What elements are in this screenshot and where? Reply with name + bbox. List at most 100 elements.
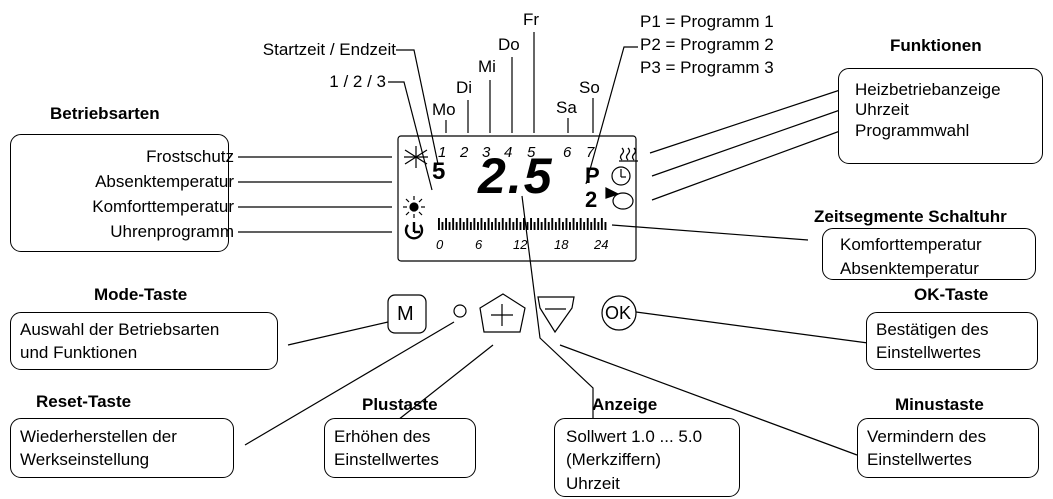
reset-desc-2: Werkseinstellung — [20, 450, 150, 469]
time-segment — [537, 218, 540, 230]
minus-desc-1: Vermindern des — [867, 427, 987, 446]
time-segment — [533, 222, 536, 230]
lcd-tick-24: 24 — [594, 237, 609, 252]
time-segment — [565, 218, 568, 230]
time-segment — [480, 218, 483, 230]
time-segment — [466, 218, 469, 230]
funktionen-box — [838, 68, 1043, 164]
time-segment — [583, 222, 586, 230]
heading-ok-taste: OK-Taste — [914, 285, 989, 304]
time-segment — [452, 218, 455, 230]
heading-reset-taste: Reset-Taste — [36, 392, 132, 411]
time-segment — [562, 222, 564, 230]
day-fr: Fr — [523, 10, 540, 29]
time-segments — [438, 218, 607, 230]
clock-program-icon — [404, 222, 424, 240]
time-segment — [448, 222, 451, 230]
anzeige-box — [554, 418, 740, 497]
ok-desc-1: Bestätigen des — [876, 320, 989, 339]
label-programmwahl: Programmwahl — [855, 121, 970, 140]
anzeige-desc-1: Sollwert 1.0 ... 5.0 — [566, 427, 703, 446]
day-di: Di — [456, 78, 473, 97]
line-reset — [244, 321, 455, 446]
time-segment — [579, 218, 582, 230]
time-segment — [462, 222, 465, 230]
ok-button-shape — [601, 295, 637, 331]
heading-zeitsegmente: Zeitsegmente Schaltuhr — [814, 207, 1007, 226]
program-icon — [612, 192, 634, 210]
day-sa: Sa — [556, 98, 577, 117]
time-segment — [477, 222, 479, 230]
label-uhrenprogramm: Uhrenprogramm — [110, 222, 234, 241]
line-plus — [397, 344, 494, 421]
label-komforttemperatur: Komforttemperatur — [92, 197, 234, 216]
heading-plustaste: Plustaste — [362, 395, 438, 414]
time-segment — [487, 218, 490, 230]
line-programme — [585, 46, 638, 185]
reset-box — [10, 418, 234, 478]
day-mo: Mo — [432, 100, 456, 119]
heading-mode-taste: Mode-Taste — [94, 285, 188, 304]
time-segment — [544, 218, 547, 230]
minus-box — [857, 418, 1039, 478]
time-segment — [512, 222, 515, 230]
reset-button — [453, 304, 467, 318]
time-segment — [604, 222, 607, 230]
time-segment — [530, 218, 532, 230]
line-zeitsegmente — [611, 224, 809, 241]
line-mode — [287, 321, 389, 346]
line-anzeige — [521, 195, 594, 420]
line-heiz — [649, 89, 852, 154]
heading-betriebsarten: Betriebsarten — [50, 104, 160, 123]
time-segment — [540, 222, 543, 230]
lcd-tick-6: 6 — [475, 237, 483, 252]
time-segment — [505, 222, 508, 230]
time-segment — [498, 222, 501, 230]
label-uhrzeit: Uhrzeit — [855, 100, 909, 119]
clock-icon — [611, 166, 631, 186]
time-segment — [551, 218, 554, 230]
moon-icon — [408, 172, 418, 192]
lcd-day-1: 1 — [438, 144, 447, 161]
anzeige-desc-3: Uhrzeit — [566, 474, 620, 493]
lcd-prog-number: 2 — [585, 187, 598, 212]
program-2: P2 = Programm 2 — [640, 35, 774, 54]
time-segment — [508, 218, 511, 230]
label-frostschutz: Frostschutz — [146, 147, 234, 166]
plus-button-shape — [479, 293, 526, 333]
sun-icon — [403, 196, 425, 218]
lcd-day-7: 7 — [586, 144, 595, 161]
time-segment — [515, 218, 518, 230]
betriebsarten-box — [10, 134, 229, 252]
minus-desc-2: Einstellwertes — [867, 450, 972, 469]
line-nums — [388, 81, 433, 191]
plus-box — [324, 418, 476, 478]
day-so: So — [579, 78, 600, 97]
zeitsegmente-box — [822, 228, 1036, 280]
label-startzeit: Startzeit / Endzeit — [262, 40, 396, 59]
time-segment — [441, 222, 444, 230]
time-segment — [572, 218, 575, 230]
ok-button-label[interactable]: OK — [605, 303, 632, 323]
time-segment — [455, 222, 458, 230]
lcd-tick-0: 0 — [436, 237, 444, 252]
lcd-tick-18: 18 — [554, 237, 569, 252]
mode-desc-1: Auswahl der Betriebsarten — [20, 320, 220, 339]
program-1: P1 = Programm 1 — [640, 12, 774, 31]
time-segment — [576, 222, 578, 230]
line-startzeit — [396, 49, 439, 165]
time-segment — [558, 218, 561, 230]
lcd-day-4: 4 — [504, 144, 513, 161]
plus-desc-1: Erhöhen des — [334, 427, 431, 446]
mode-button-label[interactable]: M — [397, 303, 414, 325]
line-minus — [559, 344, 858, 456]
lcd-day-6: 6 — [563, 144, 572, 161]
time-segment — [593, 218, 596, 230]
lcd-number-digit: 5 — [432, 158, 446, 185]
lcd-tick-12: 12 — [513, 237, 528, 252]
lcd-main-value: 2.5 — [478, 148, 554, 204]
ok-box — [866, 312, 1038, 370]
lcd-day-5: 5 — [527, 144, 536, 161]
heading-anzeige: Anzeige — [592, 395, 658, 414]
